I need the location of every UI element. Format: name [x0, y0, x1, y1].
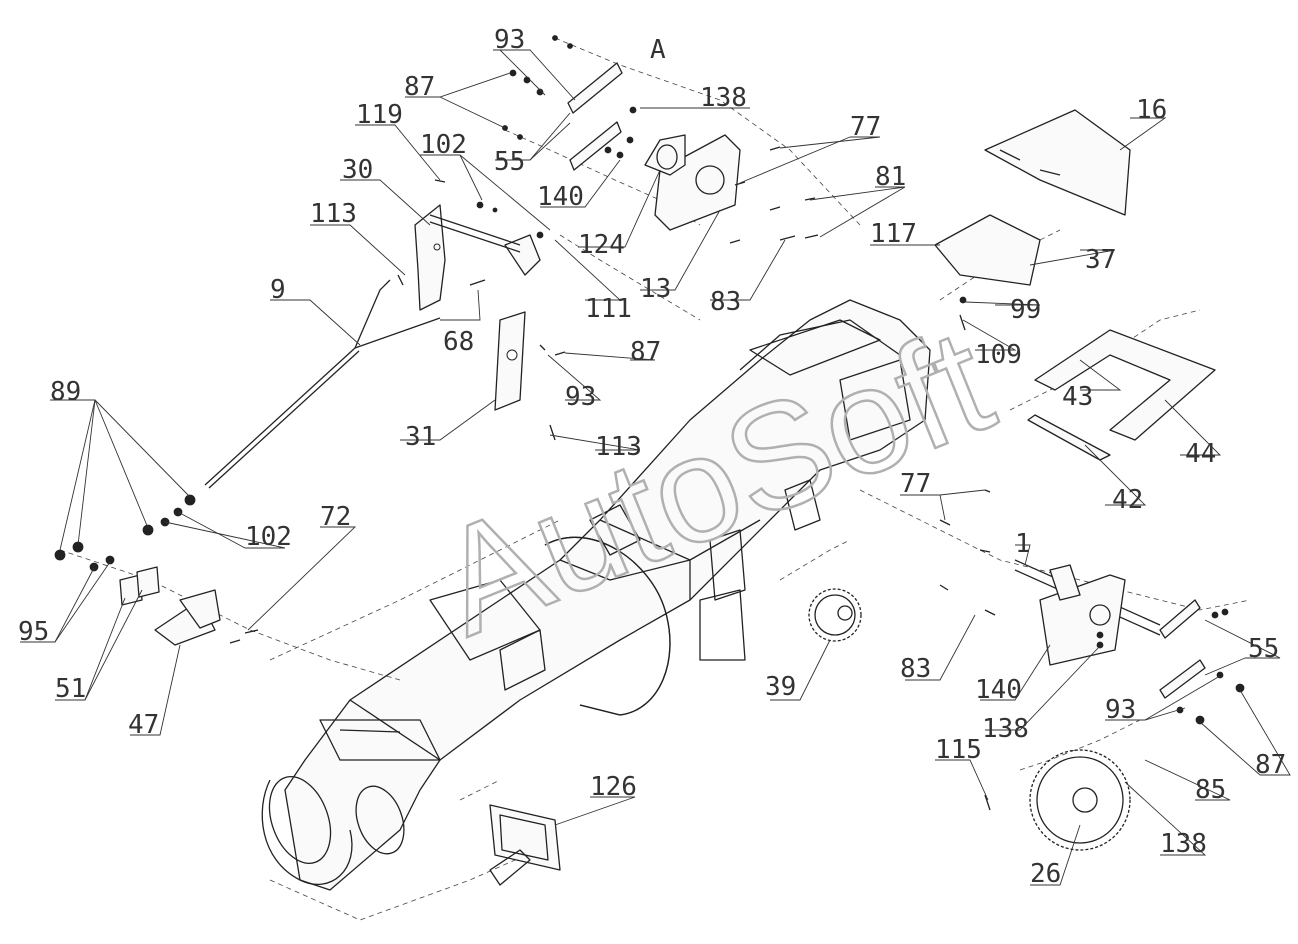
callout-124: 124 [578, 230, 625, 260]
callout-83: 83 [710, 287, 741, 317]
callout-31: 31 [405, 422, 436, 452]
callout-13: 13 [640, 274, 671, 304]
right-side-group [934, 109, 1245, 811]
rod-9 [204, 279, 441, 489]
callout-72: 72 [320, 502, 351, 532]
callout-39: 39 [765, 672, 796, 702]
callout-93: 93 [494, 25, 525, 55]
callout-55: 55 [1248, 634, 1279, 664]
part-126 [489, 804, 561, 886]
lever-assembly [397, 179, 566, 441]
callout-87: 87 [1255, 750, 1286, 780]
callout-44: 44 [1185, 439, 1216, 469]
callout-43: 43 [1062, 382, 1093, 412]
callout-99: 99 [1010, 295, 1041, 325]
callout-30: 30 [342, 155, 373, 185]
callout-42: 42 [1112, 485, 1143, 515]
callout-68: 68 [443, 327, 474, 357]
callout-47: 47 [128, 710, 159, 740]
callout-102: 102 [245, 522, 292, 552]
callout-140: 140 [537, 182, 584, 212]
callout-138: 138 [1160, 829, 1207, 859]
callout-93: 93 [565, 382, 596, 412]
callout-93: 93 [1105, 695, 1136, 725]
callout-87: 87 [404, 72, 435, 102]
callout-95: 95 [18, 617, 49, 647]
callout-109: 109 [975, 340, 1022, 370]
callout-119: 119 [356, 100, 403, 130]
callout-87: 87 [630, 337, 661, 367]
callout-138: 138 [700, 83, 747, 113]
callout-113: 113 [595, 432, 642, 462]
callout-138: 138 [982, 714, 1029, 744]
callout-37: 37 [1085, 245, 1116, 275]
callout-26: 26 [1030, 859, 1061, 889]
plate-group-a [502, 35, 819, 244]
callout-140: 140 [975, 675, 1022, 705]
callout-83: 83 [900, 654, 931, 684]
callout-16: 16 [1136, 95, 1167, 125]
callout-113: 113 [310, 199, 357, 229]
sprocket-39 [808, 588, 862, 642]
view-label-a: A [650, 35, 666, 65]
callout-126: 126 [590, 772, 637, 802]
sprocket-26 [1029, 749, 1131, 851]
main-beam-housing [261, 299, 931, 891]
callout-51: 51 [55, 674, 86, 704]
callout-77: 77 [850, 112, 881, 142]
callout-81: 81 [875, 162, 906, 192]
callout-102: 102 [420, 130, 467, 160]
leader-lines [20, 49, 1291, 886]
callout-117: 117 [870, 219, 917, 249]
callout-77: 77 [900, 469, 931, 499]
callout-55: 55 [494, 147, 525, 177]
callout-85: 85 [1195, 775, 1226, 805]
left-bracket-group [54, 494, 259, 646]
callout-1: 1 [1015, 529, 1031, 559]
callout-9: 9 [270, 275, 286, 305]
callout-89: 89 [50, 377, 81, 407]
callout-115: 115 [935, 735, 982, 765]
callout-111: 111 [585, 294, 632, 324]
callout-labels: 93 A 87 138 119 102 55 77 16 30 140 81 1… [18, 25, 1286, 889]
